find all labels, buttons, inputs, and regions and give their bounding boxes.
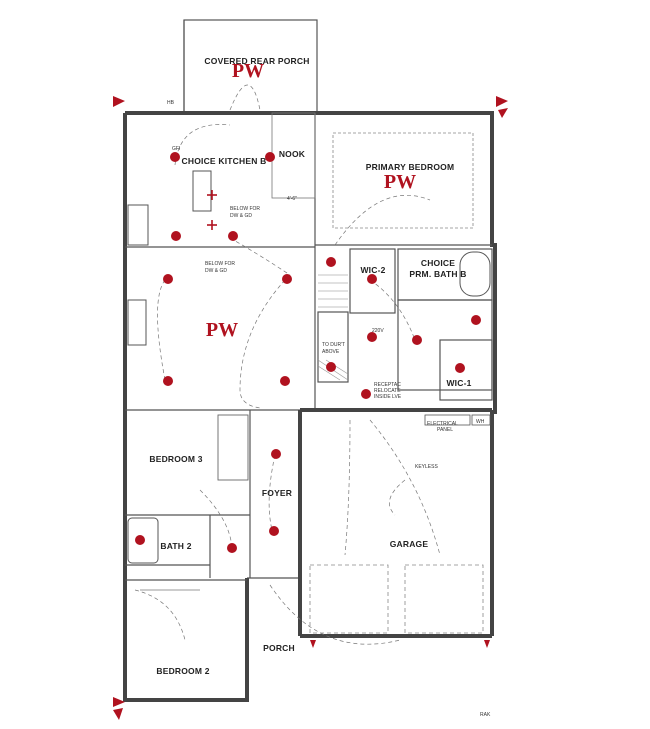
corner-markers xyxy=(113,96,508,720)
room-label-wic-2: WIC-2 xyxy=(360,265,385,275)
note-wh: WH xyxy=(476,419,485,425)
note-receptac-2: RELOCATE xyxy=(374,388,401,394)
note-keyless: KEYLESS xyxy=(415,464,438,470)
note-electrical-2: PANEL xyxy=(437,427,453,433)
room-label-primary-bedroom: PRIMARY BEDROOM xyxy=(366,162,454,172)
room-label-nook: NOOK xyxy=(279,149,306,159)
note-below-dw-2: DW & GD xyxy=(230,213,252,219)
wiring xyxy=(134,84,441,645)
room-label-bedroom-2: BEDROOM 2 xyxy=(156,666,209,676)
note-below-dw-1: BELOW FOR xyxy=(230,206,260,212)
note-receptac-3: INSIDE LVE xyxy=(374,394,402,400)
note-below-dw-3: BELOW FOR xyxy=(205,261,235,267)
room-label-covered-rear-porch: COVERED REAR PORCH xyxy=(204,56,309,66)
plan-notes: BELOW FOR DW & GD BELOW FOR DW & GD TO D… xyxy=(167,100,491,718)
room-label-garage: GARAGE xyxy=(390,539,429,549)
pw-mark-primary-bedroom: PW xyxy=(384,171,416,193)
red-crosses xyxy=(207,190,217,230)
light-points xyxy=(135,152,481,553)
note-to-dur-1: TO DUR'T xyxy=(322,342,345,348)
room-label-prm-bath-line1: CHOICE xyxy=(421,258,455,268)
note-gfi: GFI xyxy=(172,146,180,152)
note-hb: HB xyxy=(167,100,175,106)
note-to-dur-2: ABOVE xyxy=(322,349,340,355)
note-below-dw-4: DW & GD xyxy=(205,268,227,274)
pw-mark-great-room: PW xyxy=(206,319,238,341)
note-220v: 220V xyxy=(372,328,384,334)
walls xyxy=(123,19,497,702)
note-dim: 4'-6" xyxy=(287,196,297,202)
room-label-prm-bath-line2: PRM. BATH B xyxy=(409,269,466,279)
pw-mark-porch: PW xyxy=(232,60,264,82)
room-label-bedroom-3: BEDROOM 3 xyxy=(149,454,202,464)
room-label-bath-2: BATH 2 xyxy=(160,541,191,551)
note-bottom: RAK xyxy=(480,712,491,718)
room-label-foyer: FOYER xyxy=(262,488,292,498)
room-label-wic-1: WIC-1 xyxy=(446,378,471,388)
note-receptac-1: RECEPTAC xyxy=(374,382,401,388)
room-label-porch: PORCH xyxy=(263,643,295,653)
room-label-kitchen: CHOICE KITCHEN B xyxy=(182,156,267,166)
note-electrical-1: ELECTRICAL xyxy=(427,421,458,427)
